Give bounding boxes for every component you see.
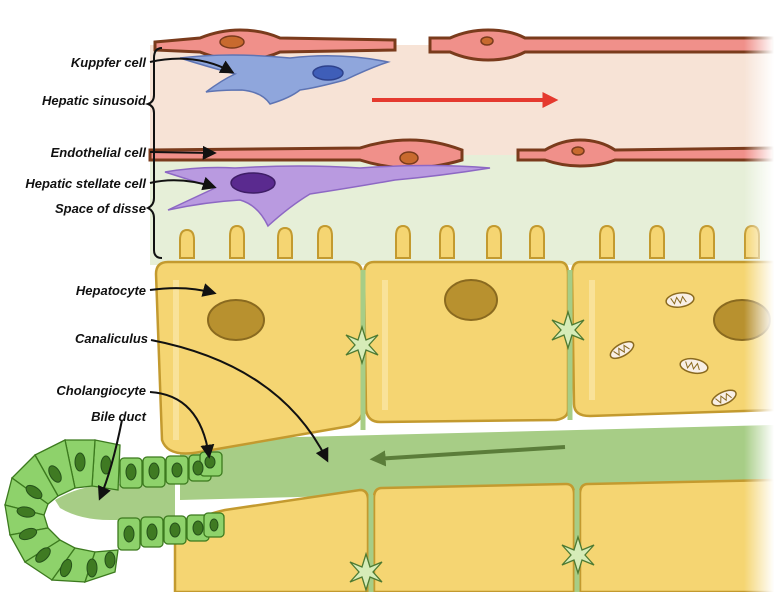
label-cholangiocyte: Cholangiocyte: [56, 383, 146, 398]
endothelial-cell-top-right: [428, 28, 774, 62]
stellate-cell: [164, 164, 491, 228]
hepatocyte-upper-right: [570, 260, 774, 418]
hepatocyte-nucleus: [207, 299, 265, 341]
right-edge-fade: [744, 0, 774, 592]
region-bracket: [144, 47, 163, 259]
label-hepatocyte: Hepatocyte: [75, 283, 146, 298]
label-endothelial-cell: Endothelial cell: [50, 145, 146, 160]
cholangiocyte-nuclei: [16, 452, 219, 578]
hepatocyte-lower-right: [578, 478, 774, 592]
leader-arrows: [97, 57, 329, 501]
hepatocyte-upper-middle: [362, 260, 570, 424]
bile-flow-arrow: [369, 445, 566, 467]
label-bile-duct: Bile duct: [91, 409, 146, 424]
label-canaliculus: Canaliculus: [75, 331, 148, 346]
label-hepatic-sinusoid: Hepatic sinusoid: [41, 93, 146, 108]
hepatocyte-lower-middle: [372, 482, 576, 592]
mitochondrion-icon: [609, 292, 737, 407]
bile-canal: [180, 425, 774, 500]
endothelial-cell-bottom-right: [516, 138, 774, 168]
label-hepatic-stellate-cell: Hepatic stellate cell: [25, 176, 146, 191]
hepatocyte-nucleus: [444, 279, 498, 321]
hepatocyte-upper-left: [154, 260, 364, 455]
canaliculus-junction-icon: [345, 309, 595, 592]
hepatocyte-microvilli: [179, 224, 760, 259]
label-space-of-disse: Space of disse: [54, 201, 146, 216]
label-kupffer-cell: Kuppfer cell: [70, 55, 146, 70]
